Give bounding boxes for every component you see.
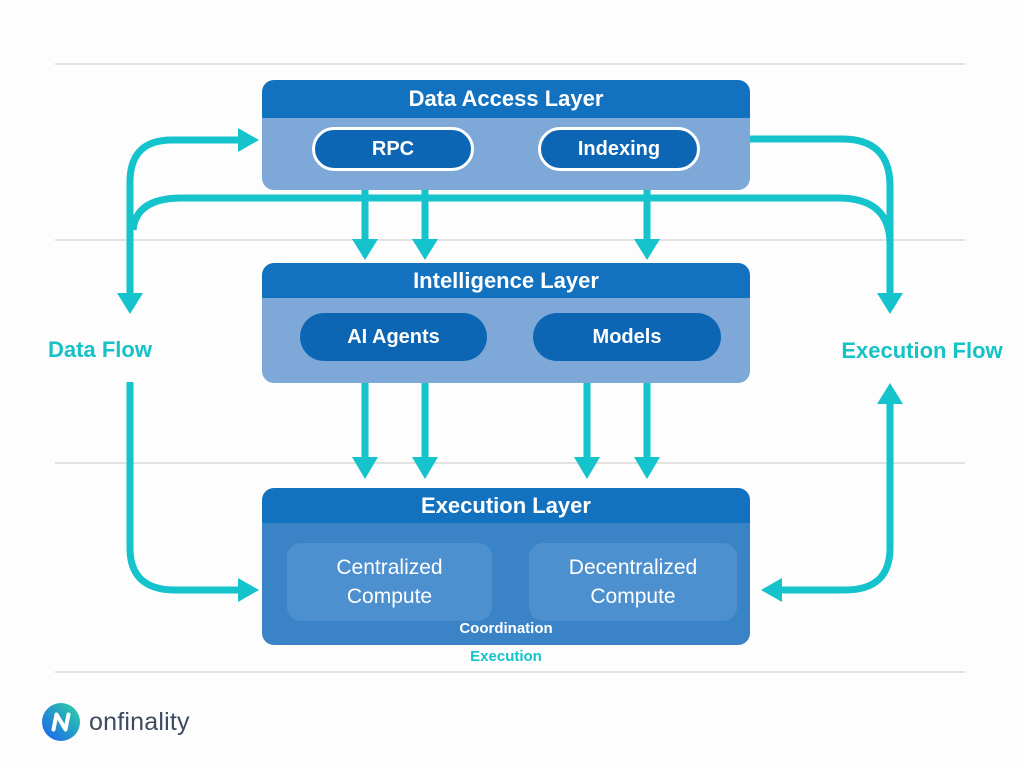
cross-flow-line	[129, 194, 894, 245]
gridline	[55, 671, 965, 673]
onfinality-logo-text: onfinality	[89, 707, 190, 736]
arrowhead-right-icon	[238, 128, 259, 152]
flow-arrowheads	[117, 128, 903, 602]
decentralized-compute-label: Decentralized Compute	[568, 555, 698, 608]
gridline	[55, 462, 965, 464]
arrowhead-down-icon	[352, 457, 378, 479]
decentralized-compute-box: Decentralized Compute	[529, 543, 737, 621]
onfinality-n-icon	[42, 703, 80, 741]
indexing-pill: Indexing	[538, 127, 700, 171]
execution-flow-line-top-right	[750, 135, 894, 294]
arrowhead-right-icon	[238, 578, 259, 602]
execution-flow-bottom-label: Execution	[470, 648, 542, 665]
data-flow-line-top-left	[126, 136, 240, 294]
intelligence-layer-box: Intelligence Layer AI Agents Models	[262, 263, 750, 383]
arrowhead-down-icon	[574, 457, 600, 479]
arrowhead-down-icon	[352, 239, 378, 260]
gridline	[55, 63, 965, 65]
models-pill: Models	[533, 313, 721, 361]
arrowhead-down-icon	[877, 293, 903, 314]
arrowhead-left-icon	[761, 578, 782, 602]
centralized-compute-label: Centralized Compute	[336, 555, 443, 608]
arrowhead-down-icon	[634, 457, 660, 479]
gridline	[55, 239, 965, 241]
arrowhead-down-icon	[412, 457, 438, 479]
data-access-layer-box: Data Access Layer RPC Indexing	[262, 80, 750, 190]
indexing-pill-label: Indexing	[577, 137, 661, 160]
centralized-compute-box: Centralized Compute	[287, 543, 492, 621]
ai-agents-pill: AI Agents	[300, 313, 487, 361]
ai-agents-pill-label: AI Agents	[347, 325, 440, 348]
arrowhead-down-icon	[634, 239, 660, 260]
arrowhead-down-icon	[412, 239, 438, 260]
coordination-label: Coordination	[459, 620, 553, 637]
arrowhead-up-icon	[877, 383, 903, 404]
execution-layer-title: Execution Layer	[421, 492, 591, 518]
execution-layer-header: Execution Layer	[262, 488, 750, 523]
execution-flow-label: Execution Flow	[841, 338, 1003, 363]
rpc-pill-label: RPC	[371, 137, 415, 160]
models-pill-label: Models	[592, 325, 662, 348]
arrowhead-down-icon	[117, 293, 143, 314]
data-flow-line-bottom-left	[126, 382, 240, 594]
rpc-pill: RPC	[312, 127, 474, 171]
data-flow-label: Data Flow	[48, 337, 152, 362]
data-access-layer-title: Data Access Layer	[408, 86, 604, 111]
data-access-layer-header: Data Access Layer	[262, 80, 750, 118]
intelligence-layer-header: Intelligence Layer	[262, 263, 750, 298]
intelligence-layer-title: Intelligence Layer	[413, 267, 599, 293]
onfinality-logo: onfinality	[42, 703, 190, 741]
execution-flow-line-bottom-right	[780, 402, 894, 594]
execution-layer-box: Execution Layer Centralized Compute Dece…	[262, 488, 750, 645]
